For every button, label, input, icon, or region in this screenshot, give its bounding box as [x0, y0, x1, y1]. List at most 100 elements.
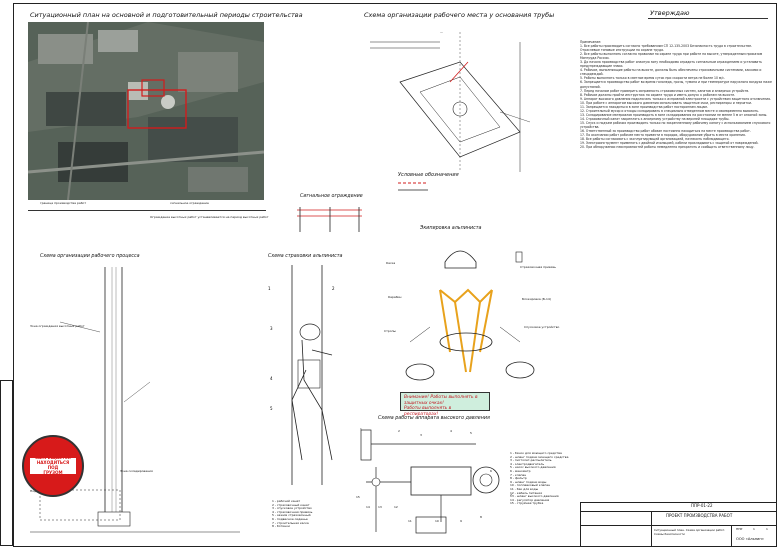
process-label-2: Зона ограждения высотных работ	[30, 324, 85, 328]
hp-legend-item: 6 - манометр	[510, 468, 531, 473]
note-item: 9. Аппарат высокого давления подключать …	[580, 96, 772, 101]
warning-line-1: Внимание! Работы выполнять в защитных оч…	[404, 395, 478, 406]
equipment-drawing	[405, 250, 535, 381]
tb-line	[731, 525, 732, 547]
alpinist-figure: 1 2 3 4 5	[268, 265, 335, 485]
note-item: 6. Запрещается производство работ во вре…	[580, 80, 772, 89]
hp-number-14: 14	[366, 505, 370, 509]
approved-label: Утверждаю	[650, 9, 690, 17]
note-item: 12. Строительный мусор и отходы складиро…	[580, 108, 760, 113]
approval-line	[648, 18, 768, 19]
hp-legend-item: 4 - электродвигатель	[510, 461, 545, 466]
hp-number-3: 3	[420, 433, 422, 437]
binding-strip	[0, 380, 13, 546]
legend-title: Условные обозначения	[398, 172, 459, 178]
note-item: 14. Страховочный канат закреплять к анке…	[580, 116, 730, 121]
satellite-site-plan	[28, 22, 264, 200]
tb-org: ООО «Альпин»	[736, 537, 764, 541]
hp-number-1: 1	[360, 427, 362, 431]
hp-number-11: 11	[408, 519, 412, 523]
process-label-3: Зона складирования	[120, 469, 153, 473]
alpinist-scheme-title: Схема страховки альпиниста	[268, 254, 343, 259]
boundary-label: граница производства работ	[40, 201, 87, 205]
equipment-label-2: Каска	[386, 261, 396, 265]
sheet-frame	[13, 3, 777, 547]
alpinist-legend-item: 3 - спусковое устройство	[272, 506, 312, 511]
note-item: 17. По окончании работ рабочее место при…	[580, 133, 746, 138]
sign-line-3: ПОД	[47, 465, 59, 470]
equipment-label-6: Стропы	[384, 329, 396, 333]
hp-legend-item: 3 - пистолет-распылитель	[510, 458, 552, 463]
warning-box: Внимание! Работы выполнять в защитных оч…	[400, 392, 490, 417]
divider-line	[28, 210, 266, 211]
cordon-label: сигнальное ограждение	[170, 201, 209, 205]
forbidden-sign: ЗАПРЕЩАЕТСЯ НАХОДИТЬСЯ ПОД ГРУЗОМ	[22, 435, 84, 497]
tb-code: ППР-01-22	[691, 503, 713, 508]
sign-line-2: НАХОДИТЬСЯ	[36, 460, 70, 466]
hp-number-7: 7	[510, 493, 512, 497]
workplace-title: Схема организации рабочего места у основ…	[364, 11, 555, 19]
note-item: 11. Запрещается находиться в зоне произв…	[580, 104, 708, 109]
legend-lines	[398, 182, 428, 191]
hp-legend-item: 11 - бак для воды	[510, 486, 539, 491]
hp-legend-item: 15 - струйная трубка	[510, 501, 544, 506]
workplace-scheme	[370, 32, 531, 172]
hp-legend-item: 2 - шланг подачи моющего средства	[510, 454, 569, 459]
sign-line-4: ГРУЗОМ	[43, 469, 63, 475]
svg-text:1: 1	[268, 286, 271, 291]
hp-legend-item: 12 - кабель питания	[510, 490, 543, 495]
svg-text:5: 5	[270, 406, 273, 411]
svg-text:2: 2	[332, 286, 335, 291]
tb-sheet: 1	[753, 527, 755, 531]
note-item: 13. Складирование материалов производить…	[580, 112, 768, 117]
alpinist-legend-item: 5 - зажим страховочный	[272, 513, 311, 518]
alpinist-legend-item: 8 - ботинки	[272, 524, 291, 529]
hp-legend-item: 7 - клапан	[510, 472, 527, 477]
hp-legend-item: 10 - поплавковый клапан	[510, 483, 551, 488]
tb-sheets: 1	[766, 527, 768, 531]
tb-sheet-title: Ситуационный план. Схема организации раб…	[654, 528, 726, 537]
note-item: 4. Рабочие, выполняющие работы на высоте…	[580, 68, 762, 77]
hp-number-8: 8	[480, 515, 482, 519]
equipment-label-3: Карабин	[388, 295, 402, 299]
hp-legend-item: 9 - шланг подачи воды	[510, 479, 547, 484]
workplace-note: —	[440, 30, 443, 34]
hp-number-13: 13	[378, 505, 382, 509]
equipment-label-5: Спусковое устройство	[524, 325, 560, 329]
alpinist-legend-item: 6 - подвесное сиденье	[272, 516, 308, 521]
process-scheme-drawing	[30, 267, 240, 533]
equipment-title: Экипировка альпиниста	[420, 226, 482, 231]
satellite-image	[28, 22, 264, 200]
hp-scheme-drawing	[360, 429, 500, 534]
tb-line	[581, 525, 777, 526]
equipment-label-1: Страховочная привязь	[520, 265, 556, 269]
note-item: 8. Рабочие должны пройти инструктаж по о…	[580, 92, 736, 97]
hp-number-4: 4	[450, 429, 452, 433]
alpinist-legend-item: 1 - рабочий канат	[272, 499, 301, 503]
note-item: 20. При обнаружении неисправностей работ…	[580, 145, 755, 150]
hp-legend-item: 14 - регулятор давления	[510, 497, 550, 502]
equipment-label-4: Блокировка (Б-14)	[522, 297, 551, 301]
hp-legend-item: 1 - бачок для моющего средства	[510, 451, 562, 455]
note-item: 18. Все работы согласовать с эксплуатиру…	[580, 137, 730, 142]
title-block: ППР-01-22 ПРОЕКТ ПРОИЗВОДСТВА РАБОТ Ситу…	[580, 502, 777, 547]
hp-legend-item: 8 - фильтр	[510, 476, 527, 481]
note-item: 16. Ответственный за производство работ …	[580, 129, 751, 134]
hp-number-5: 5	[470, 431, 472, 435]
hp-number-2: 2	[398, 429, 400, 433]
note-item: 19. Электроинструмент применять с двойно…	[580, 141, 759, 146]
warning-line-2: Работы выполнять в респираторах!	[404, 406, 452, 417]
note-item: 3. До начала производства работ опасную …	[580, 60, 762, 69]
notes-heading: Примечание:	[580, 40, 602, 44]
process-label-1: Ограждение высотных работ устанавливаетс…	[150, 215, 269, 219]
note-item: 7. Перед началом работ проверить исправн…	[580, 88, 750, 93]
sign-line-1: ЗАПРЕЩАЕТСЯ	[35, 455, 71, 461]
hp-scheme-title: Схема работы аппарата высокого давления	[378, 416, 490, 421]
hp-legend-item: 13 - шланг высокого давления	[510, 494, 559, 499]
hp-legend: 1 - бачок для моющего средства 2 - шланг…	[510, 451, 580, 506]
site-plan-title: Ситуационный план на основной и подготов…	[30, 11, 303, 19]
hp-legend-item: 5 - насос высокого давления	[510, 465, 556, 470]
svg-text:4: 4	[270, 376, 273, 381]
hp-number-6: 6	[490, 469, 492, 473]
